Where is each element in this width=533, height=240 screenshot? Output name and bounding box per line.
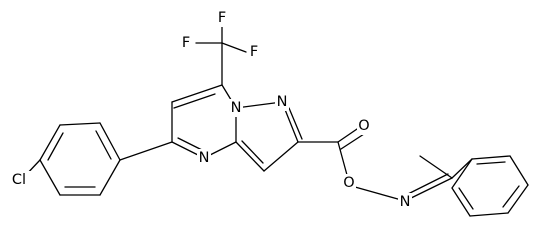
- bond-c-phenyl: [451, 158, 473, 179]
- pyrimidine-nitrogen-label: N: [199, 150, 210, 166]
- bond-carbonyl-oester: [337, 141, 348, 176]
- bond-ph-4: [469, 212, 509, 217]
- bond-n8-n1: [235, 101, 283, 109]
- bond-c-f3: [221, 42, 247, 53]
- ester-oxygen-label: O: [343, 175, 354, 191]
- bond-c2-c3: [263, 141, 299, 172]
- bond-carbonyl-o: [337, 126, 361, 143]
- oxime-ester-chain: [297, 126, 473, 202]
- bond-noxime-c-double: [407, 173, 449, 195]
- bond-noxime-c: [404, 177, 453, 202]
- bond-c5-aryl: [119, 141, 173, 161]
- bond-c-methyl: [419, 155, 453, 179]
- bond-c7-c6-double: [173, 93, 216, 109]
- bond-ph-1-inner: [476, 161, 506, 165]
- bond-ph-5-inner: [458, 187, 474, 210]
- bond-oester-noxime: [354, 186, 406, 202]
- fluorine-1-label: F: [218, 10, 226, 26]
- molecule-structure: F F F N N N Cl O O N: [7, 9, 529, 217]
- bond-n1-c2-double: [288, 107, 303, 140]
- bond-c5-n4-double: [177, 137, 205, 152]
- phenyl-ring: [451, 155, 529, 217]
- bond-ar-1-inner: [95, 130, 112, 160]
- bond-ar-3: [39, 124, 61, 161]
- pyrazole-ring: [235, 101, 303, 172]
- pyrimidine-ring: [171, 84, 237, 159]
- bond-ar-4: [39, 159, 61, 196]
- bond-ph-6: [451, 158, 473, 189]
- bond-ar-6: [99, 159, 121, 196]
- chlorophenyl-ring: [23, 122, 173, 196]
- bond-ph-2: [509, 155, 529, 186]
- oxime-nitrogen-label: N: [400, 194, 411, 210]
- fluorine-2-label: F: [182, 35, 190, 51]
- bond-c3-c3a: [235, 141, 265, 172]
- atom-labels: F F F N N N Cl O O N: [7, 9, 412, 211]
- bond-ar-2: [59, 122, 101, 126]
- chlorine-label: Cl: [12, 172, 26, 188]
- bond-ph-3-inner: [502, 185, 520, 208]
- bond-ph-3: [507, 184, 529, 214]
- carbonyl-oxygen-label: O: [358, 118, 369, 134]
- bond-ph-5: [451, 187, 471, 217]
- bond-c7-c6: [171, 84, 223, 103]
- fluorine-3-label: F: [250, 44, 258, 60]
- trifluoromethyl-group: [195, 17, 247, 86]
- bond-c3-c3a-double: [241, 140, 264, 164]
- bond-ar-1: [99, 122, 121, 161]
- bridge-nitrogen-label: N: [231, 100, 242, 116]
- pyrazole-nitrogen-label: N: [277, 94, 288, 110]
- bond-ar-3-inner: [47, 132, 64, 161]
- bond-carbonyl-o-double: [340, 133, 365, 150]
- molecule-canvas: F F F N N N Cl O O N: [7, 9, 529, 217]
- bond-ph-1: [471, 155, 511, 160]
